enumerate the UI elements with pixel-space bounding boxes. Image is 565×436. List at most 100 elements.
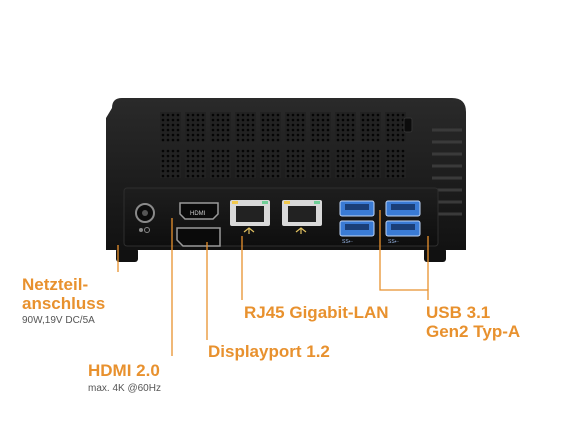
vent-hole	[311, 123, 315, 127]
vent-hole	[201, 128, 205, 132]
usb-ports	[339, 200, 421, 237]
vent-hole	[186, 113, 190, 117]
vent-hole	[196, 149, 200, 153]
vent-hole	[276, 128, 280, 132]
vent-hole	[221, 159, 225, 163]
vent-hole	[191, 133, 195, 137]
vent-hole	[261, 113, 265, 117]
vent-hole	[401, 113, 405, 117]
vent-hole	[376, 113, 380, 117]
vent-hole	[386, 123, 390, 127]
vent-block	[210, 112, 231, 142]
vent-hole	[316, 138, 320, 142]
vent-hole	[316, 123, 320, 127]
vent-hole	[396, 133, 400, 137]
vent-hole	[316, 149, 320, 153]
vent-block	[335, 148, 356, 178]
vent-hole	[221, 169, 225, 173]
vent-hole	[296, 169, 300, 173]
usb-logo-right: SS⇠	[388, 239, 399, 245]
vent-hole	[196, 118, 200, 122]
vent-hole	[166, 133, 170, 137]
vent-hole	[186, 149, 190, 153]
vent-hole	[361, 169, 365, 173]
vent-hole	[336, 154, 340, 158]
vent-hole	[261, 159, 265, 163]
vent-hole	[371, 128, 375, 132]
vent-hole	[236, 133, 240, 137]
vent-hole	[176, 138, 180, 142]
vent-hole	[336, 138, 340, 142]
vent-hole	[261, 138, 265, 142]
vent-hole	[366, 159, 370, 163]
vent-hole	[351, 118, 355, 122]
vent-hole	[266, 159, 270, 163]
lan-port-2	[282, 200, 322, 234]
vent-hole	[386, 128, 390, 132]
vent-hole	[376, 149, 380, 153]
vent-hole	[296, 154, 300, 158]
vent-hole	[191, 174, 195, 178]
vent-hole	[226, 169, 230, 173]
vent-hole	[276, 138, 280, 142]
vent-hole	[396, 154, 400, 158]
vent-hole	[396, 174, 400, 178]
vent-hole	[346, 123, 350, 127]
vent-hole	[316, 174, 320, 178]
vent-hole	[351, 133, 355, 137]
vent-hole	[241, 164, 245, 168]
vent-hole	[376, 128, 380, 132]
vent-hole	[211, 113, 215, 117]
vent-hole	[301, 159, 305, 163]
vent-hole	[336, 128, 340, 132]
vent-hole	[301, 149, 305, 153]
vent-hole	[321, 164, 325, 168]
vent-hole	[276, 169, 280, 173]
vent-hole	[371, 149, 375, 153]
vent-hole	[221, 164, 225, 168]
vent-hole	[276, 118, 280, 122]
vent-block	[285, 112, 306, 142]
vent-hole	[386, 174, 390, 178]
vent-hole	[191, 138, 195, 142]
vent-hole	[286, 154, 290, 158]
vent-block	[185, 148, 206, 178]
vent-hole	[401, 174, 405, 178]
vent-hole	[271, 113, 275, 117]
vent-hole	[246, 138, 250, 142]
lan-port-1	[230, 200, 270, 234]
vent-hole	[221, 118, 225, 122]
vent-hole	[346, 118, 350, 122]
vent-hole	[336, 113, 340, 117]
vent-hole	[391, 123, 395, 127]
vent-hole	[186, 133, 190, 137]
vent-hole	[196, 123, 200, 127]
vent-hole	[241, 149, 245, 153]
usb-leader-left	[379, 210, 429, 300]
vent-hole	[336, 159, 340, 163]
vent-hole	[236, 138, 240, 142]
vent-hole	[341, 149, 345, 153]
vent-hole	[196, 164, 200, 168]
vent-hole	[246, 149, 250, 153]
vent-hole	[166, 128, 170, 132]
vent-hole	[251, 164, 255, 168]
vent-hole	[246, 123, 250, 127]
vent-hole	[266, 174, 270, 178]
vent-hole	[376, 123, 380, 127]
vent-hole	[391, 169, 395, 173]
vent-hole	[196, 128, 200, 132]
vent-hole	[186, 164, 190, 168]
vent-hole	[226, 113, 230, 117]
vent-hole	[186, 154, 190, 158]
vent-hole	[361, 164, 365, 168]
vent-hole	[401, 159, 405, 163]
vent-hole	[286, 159, 290, 163]
vent-hole	[201, 164, 205, 168]
vent-block	[360, 148, 381, 178]
vent-hole	[341, 113, 345, 117]
vent-hole	[391, 138, 395, 142]
vent-hole	[201, 174, 205, 178]
vent-hole	[326, 154, 330, 158]
